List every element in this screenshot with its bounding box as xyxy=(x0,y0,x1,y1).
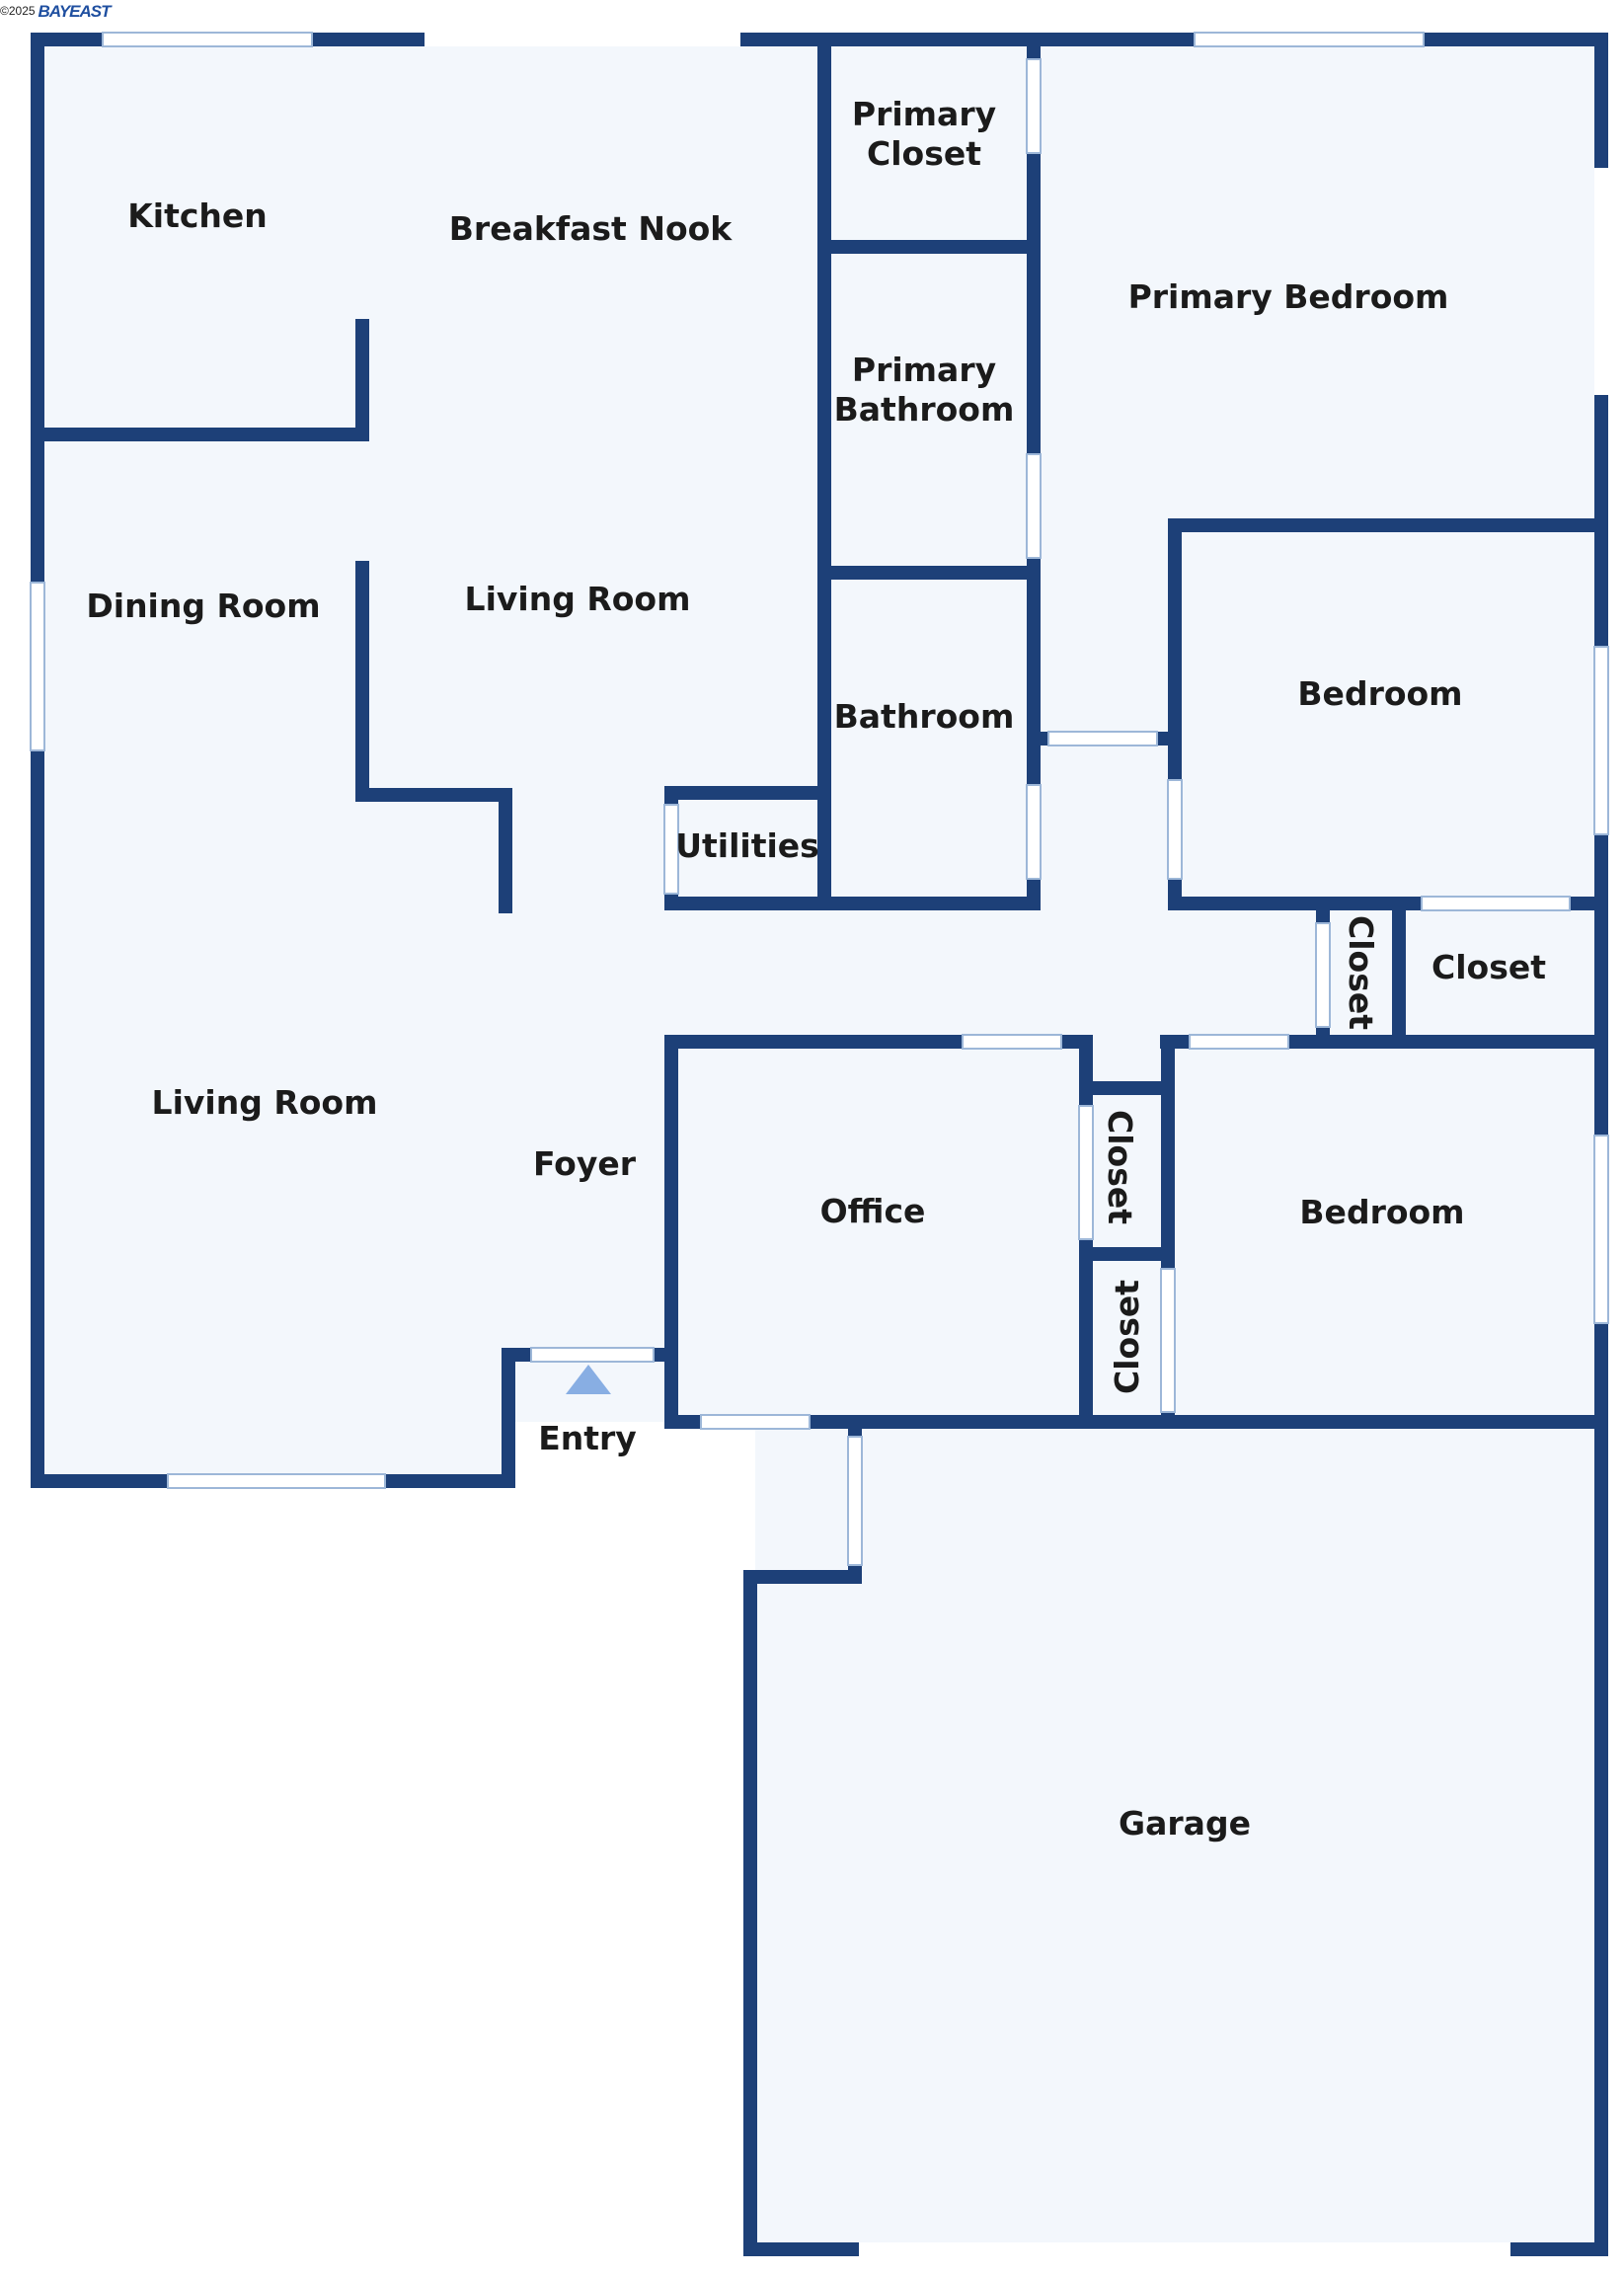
room-label-kitchen: Kitchen xyxy=(127,196,268,235)
brand-logo: BAYEAST xyxy=(38,1,112,21)
door-opening xyxy=(1026,58,1042,154)
entry-arrow-icon xyxy=(566,1365,611,1394)
room-label-primary-bedroom: Primary Bedroom xyxy=(1128,277,1449,316)
room-label-foyer: Foyer xyxy=(533,1144,637,1183)
room-label-living-room-lower: Living Room xyxy=(152,1083,378,1122)
door-opening xyxy=(1189,1034,1289,1050)
room-label-primary-closet-line1: Primary xyxy=(852,95,996,133)
room-label-closet: Closet xyxy=(1431,948,1546,986)
room-label-bedroom-lower: Bedroom xyxy=(1299,1193,1464,1231)
copyright-text: ©2025 xyxy=(0,4,36,18)
room-label-closet-vertical-3: Closet xyxy=(1108,1280,1146,1394)
window xyxy=(425,33,740,46)
window xyxy=(167,1473,386,1489)
windows-and-openings xyxy=(30,32,1609,2256)
door-opening xyxy=(1315,922,1331,1028)
room-label-utilities: Utilities xyxy=(675,826,819,865)
window xyxy=(1594,168,1608,395)
room-label-bathroom: Bathroom xyxy=(834,697,1015,736)
room-label-office: Office xyxy=(820,1192,926,1230)
window xyxy=(1593,646,1609,835)
room-label-primary-bathroom-line1: Primary xyxy=(852,351,996,389)
room-label-entry: Entry xyxy=(538,1419,637,1457)
door-opening xyxy=(1026,784,1042,880)
door-opening xyxy=(1160,1268,1176,1413)
room-label-living-room-upper: Living Room xyxy=(465,580,691,618)
walls xyxy=(31,33,1608,2256)
room-label-primary-closet-line2: Closet xyxy=(867,134,981,173)
room-labels: Kitchen Breakfast Nook Primary Closet Pr… xyxy=(86,95,1546,1843)
room-label-closet-vertical-1: Closet xyxy=(1342,915,1380,1030)
entry-door-opening xyxy=(530,1347,655,1363)
room-label-bedroom-upper: Bedroom xyxy=(1297,674,1462,713)
door-opening xyxy=(663,804,679,895)
window xyxy=(30,582,45,751)
window xyxy=(700,1414,811,1430)
window xyxy=(102,32,313,47)
window xyxy=(1593,1135,1609,1324)
door-opening xyxy=(847,1436,863,1566)
room-label-breakfast-nook: Breakfast Nook xyxy=(449,209,734,248)
door-opening xyxy=(1421,896,1571,911)
door-opening xyxy=(1167,779,1183,880)
room-label-dining-room: Dining Room xyxy=(86,587,320,625)
room-label-garage: Garage xyxy=(1119,1804,1251,1843)
window xyxy=(1194,32,1425,47)
room-label-primary-bathroom-line2: Bathroom xyxy=(834,390,1015,429)
copyright-watermark: ©2025 BAYEAST xyxy=(0,0,112,22)
window xyxy=(859,2242,1510,2256)
door-opening xyxy=(1047,731,1158,746)
room-label-closet-vertical-2: Closet xyxy=(1101,1110,1139,1224)
door-opening xyxy=(1026,453,1042,559)
door-opening xyxy=(962,1034,1062,1050)
door-opening xyxy=(1078,1105,1094,1240)
